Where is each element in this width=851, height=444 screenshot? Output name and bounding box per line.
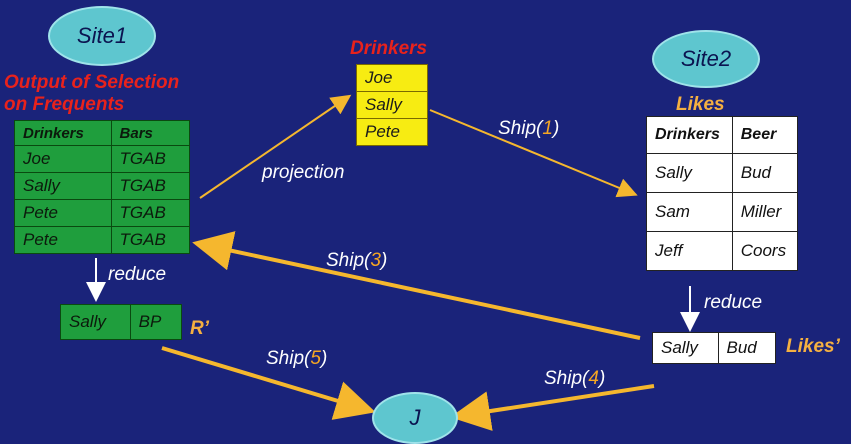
ship4-suffix: ) xyxy=(598,368,606,389)
ship1-label: Ship(1) xyxy=(498,118,559,140)
likes-prime-label: Likes’ xyxy=(786,336,840,357)
ship1-arrow xyxy=(429,109,638,198)
table-row: Sally Bud xyxy=(646,153,799,193)
table-row: Sam Miller xyxy=(646,192,799,232)
table-cell: BP xyxy=(129,304,183,340)
ship4-label: Ship(4) xyxy=(544,368,605,390)
table-cell: TGAB xyxy=(110,145,191,173)
ship1-suffix: ) xyxy=(552,118,560,139)
likes-table: Drinkers Beer Sally Bud Sam Miller Jeff … xyxy=(646,116,799,271)
ship4-arrow xyxy=(450,384,655,431)
site1-node: Site1 xyxy=(48,6,156,66)
projection-arrow xyxy=(199,94,352,199)
projection-label: projection xyxy=(262,162,345,183)
ship1-number: 1 xyxy=(542,118,553,139)
table-cell: Jeff xyxy=(646,231,733,271)
ship5-suffix: ) xyxy=(320,348,328,369)
table-row: Sally BP xyxy=(60,304,183,340)
table-row: Sally Bud xyxy=(652,332,777,364)
ship3-label: Ship(3) xyxy=(326,250,387,272)
table-cell: Pete xyxy=(14,226,112,254)
ship5-arrow xyxy=(161,346,376,420)
reduce1-label: reduce xyxy=(108,264,167,285)
ship5-prefix: Ship( xyxy=(266,348,311,369)
ship5-label: Ship(5) xyxy=(266,348,327,370)
likes-header-row: Drinkers Beer xyxy=(646,116,799,154)
table-cell: Sally xyxy=(646,153,733,193)
frequents-table: Drinkers Bars Joe TGAB Sally TGAB Pete T… xyxy=(14,120,191,254)
site2-node: Site2 xyxy=(652,30,760,88)
table-cell: TGAB xyxy=(110,172,191,200)
likes-title: Likes xyxy=(676,94,725,115)
ship3-arrow xyxy=(192,231,641,340)
ship3-number: 3 xyxy=(370,250,381,271)
frequents-header-row: Drinkers Bars xyxy=(14,120,191,146)
table-cell: Sam xyxy=(646,192,733,232)
ship4-prefix: Ship( xyxy=(544,368,589,389)
table-row: Pete xyxy=(356,118,428,146)
table-row: Pete TGAB xyxy=(14,226,191,254)
r-prime-table: Sally BP xyxy=(60,304,183,340)
r-prime-label: R’ xyxy=(190,318,209,339)
ship5-number: 5 xyxy=(310,348,321,369)
table-cell: Pete xyxy=(14,199,112,227)
table-row: Jeff Coors xyxy=(646,231,799,271)
table-cell: Sally xyxy=(14,172,112,200)
table-cell: Miller xyxy=(731,192,799,232)
table-cell: TGAB xyxy=(110,199,191,227)
likes-prime-table: Sally Bud xyxy=(652,332,777,364)
reduce2-label: reduce xyxy=(704,292,763,313)
ship3-prefix: Ship( xyxy=(326,250,371,271)
table-row: Sally TGAB xyxy=(14,172,191,200)
selection-title: Output of Selection on Frequents xyxy=(4,72,179,116)
table-cell: TGAB xyxy=(110,226,191,254)
table-row: Joe TGAB xyxy=(14,145,191,173)
site2-label: Site2 xyxy=(680,46,732,71)
ship4-number: 4 xyxy=(588,368,599,389)
table-row: Pete TGAB xyxy=(14,199,191,227)
table-row: Joe xyxy=(356,64,428,92)
drinkers-table: Joe Sally Pete xyxy=(356,64,428,146)
table-cell: Joe xyxy=(356,64,428,92)
site1-label: Site1 xyxy=(76,23,128,48)
table-cell: Sally xyxy=(60,304,131,340)
ship3-suffix: ) xyxy=(380,250,388,271)
frequents-header-drinkers: Drinkers xyxy=(14,120,112,146)
table-cell: Joe xyxy=(14,145,112,173)
likes-header-beer: Beer xyxy=(731,116,799,154)
table-cell: Bud xyxy=(731,153,799,193)
table-cell: Sally xyxy=(356,91,428,119)
table-cell: Pete xyxy=(356,118,428,146)
selection-title-line2: on Frequents xyxy=(4,94,125,115)
selection-title-line1: Output of Selection xyxy=(4,72,180,93)
table-row: Sally xyxy=(356,91,428,119)
table-cell: Sally xyxy=(652,332,719,364)
j-node: J xyxy=(372,392,458,444)
table-cell: Bud xyxy=(717,332,777,364)
likes-header-drinkers: Drinkers xyxy=(646,116,733,154)
j-label: J xyxy=(409,405,421,430)
table-cell: Coors xyxy=(731,231,799,271)
drinkers-title: Drinkers xyxy=(350,38,428,59)
frequents-header-bars: Bars xyxy=(110,120,191,146)
ship1-prefix: Ship( xyxy=(498,118,543,139)
